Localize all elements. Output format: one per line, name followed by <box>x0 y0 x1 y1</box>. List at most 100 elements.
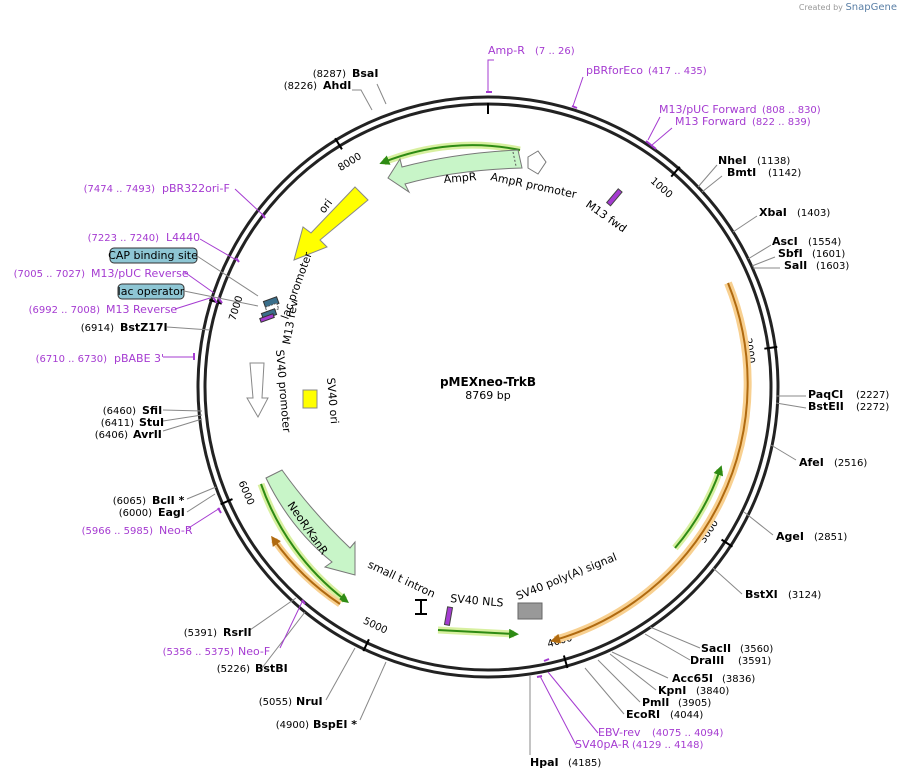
site-paqci[interactable]: PaqCI <box>808 388 843 401</box>
site-ecori[interactable]: EcoRI <box>626 708 660 721</box>
tick-label-5000: 5000 <box>361 616 389 637</box>
site-bstbi[interactable]: BstBI <box>255 662 288 675</box>
tick-mark-8000 <box>334 137 343 150</box>
primer-l4440[interactable]: L4440 <box>166 231 200 244</box>
primer-amp-r[interactable]: Amp-R <box>488 44 525 57</box>
site-nhei[interactable]: NheI <box>718 154 747 167</box>
tick-mark-4000 <box>562 655 569 669</box>
label-sv40-nls: SV40 NLS <box>450 592 504 610</box>
label-sv40-promoter: SV40 promoter <box>273 349 293 433</box>
primer-range-pbr322ori-f: (7474 .. 7493) <box>84 184 156 195</box>
site-agei[interactable]: AgeI <box>776 530 804 543</box>
cap-binding-site-box <box>109 247 198 264</box>
primer-neo-f[interactable]: Neo-F <box>238 645 270 658</box>
site-pos-stui: (6411) <box>101 418 134 429</box>
site-nrui[interactable]: NruI <box>296 695 323 708</box>
site-pmli[interactable]: PmlI <box>642 696 669 709</box>
site-bspei[interactable]: BspEI * <box>313 718 357 731</box>
site-acc65i[interactable]: Acc65I <box>672 672 713 685</box>
tick-mark-5000 <box>362 638 370 652</box>
primer-m13-forward[interactable]: M13 Forward <box>675 115 746 128</box>
site-kpni[interactable]: KpnI <box>658 684 686 697</box>
site-pos-hpai: (4185) <box>568 758 601 769</box>
primer-pbabe3[interactable]: pBABE 3' <box>114 352 164 365</box>
site-bsteii[interactable]: BstEII <box>808 400 844 413</box>
primer-m13-puc-reverse[interactable]: M13/pUC Reverse <box>91 267 189 280</box>
site-bmti[interactable]: BmtI <box>727 166 756 179</box>
tick-label-7000: 7000 <box>227 295 245 323</box>
label-sv40-polya: SV40 poly(A) signal <box>514 550 618 602</box>
site-pos-sbfi: (1601) <box>812 249 845 260</box>
site-pos-sacii: (3560) <box>740 644 773 655</box>
sv40-ori-box <box>302 389 318 409</box>
site-ahdi[interactable]: AhdI <box>323 79 351 92</box>
site-bstxi[interactable]: BstXI <box>745 588 778 601</box>
site-bcli[interactable]: BclI * <box>152 494 185 507</box>
sv40-nls-box <box>443 606 454 626</box>
orf-trkb <box>550 282 749 644</box>
site-eagi[interactable]: EagI <box>158 506 185 519</box>
primer-range-neo-r: (5966 .. 5985) <box>82 526 154 537</box>
site-rsrii[interactable]: RsrII <box>223 626 252 639</box>
site-hpai[interactable]: HpaI <box>530 756 559 769</box>
cap-binding-site-label: CAP binding site <box>108 249 198 262</box>
site-sbfi[interactable]: SbfI <box>778 247 803 260</box>
primer-range-m13-puc-forward: (808 .. 830) <box>762 105 821 116</box>
m13-fwd-box <box>605 188 623 207</box>
sv40-promoter-arrow <box>246 362 269 419</box>
site-pos-bsteii: (2272) <box>856 402 889 413</box>
site-pos-asci: (1554) <box>808 237 841 248</box>
site-pos-pmli: (3905) <box>678 698 711 709</box>
primer-range-ebv-rev: (4075 .. 4094) <box>652 728 724 739</box>
tick-mark-2000 <box>764 345 778 350</box>
site-pos-bsai: (8287) <box>313 69 346 80</box>
ampr-feature-arrow <box>387 149 523 194</box>
site-pos-xbai: (1403) <box>797 208 830 219</box>
map-length: 8769 bp <box>465 389 510 402</box>
primer-ebv-rev[interactable]: EBV-rev <box>598 726 641 739</box>
primer-m13-puc-forward[interactable]: M13/pUC Forward <box>659 103 757 116</box>
primer-m13-reverse[interactable]: M13 Reverse <box>106 303 177 316</box>
primer-pbr322ori-f[interactable]: pBR322ori-F <box>162 182 230 195</box>
site-bsai[interactable]: BsaI <box>352 67 378 80</box>
small-t-intron-icon <box>415 599 427 615</box>
label-m13-fwd: M13 fwd <box>583 198 629 235</box>
primer-range-m13-puc-reverse: (7005 .. 7027) <box>14 269 86 280</box>
site-sfii[interactable]: SfiI <box>142 404 162 417</box>
site-pos-kpni: (3840) <box>696 686 729 697</box>
primer-pbrforeco[interactable]: pBRforEco <box>586 64 643 77</box>
label-small-t-intron: small t intron <box>366 558 438 601</box>
primer-marks <box>193 91 657 678</box>
primer-sv40pa-r[interactable]: SV40pA-R <box>575 738 630 751</box>
site-pos-agei: (2851) <box>814 532 847 543</box>
primer-range-amp-r: (7 .. 26) <box>535 46 575 57</box>
site-xbai[interactable]: XbaI <box>759 206 787 219</box>
sites-group: (8287) BsaI (8226) AhdI NheI (1138) BmtI… <box>81 67 890 769</box>
site-asci[interactable]: AscI <box>772 235 798 248</box>
orf-glow-trkb <box>553 281 752 644</box>
site-pos-nrui: (5055) <box>259 697 292 708</box>
site-pos-paqci: (2227) <box>856 390 889 401</box>
site-afei[interactable]: AfeI <box>799 456 824 469</box>
site-leaders <box>162 83 807 755</box>
site-pos-bstz17i: (6914) <box>81 323 114 334</box>
lac-promoter-icon <box>259 296 280 323</box>
site-bstz17i[interactable]: BstZ17I <box>120 321 168 334</box>
site-stui[interactable]: StuI <box>139 416 164 429</box>
ampr-promoter-arrow <box>527 150 547 175</box>
primer-neo-r[interactable]: Neo-R <box>159 524 193 537</box>
site-draiii[interactable]: DraIII <box>690 654 724 667</box>
site-sacii[interactable]: SacII <box>701 642 731 655</box>
primer-range-m13-reverse: (6992 .. 7008) <box>29 305 101 316</box>
site-pos-sfii: (6460) <box>103 406 136 417</box>
site-pos-avrii: (6406) <box>95 430 128 441</box>
site-avrii[interactable]: AvrII <box>133 428 162 441</box>
orf-neo-rev <box>271 535 341 605</box>
lac-op-leader <box>183 290 259 307</box>
site-pos-bstxi: (3124) <box>788 590 821 601</box>
primer-range-pbabe3: (6710 .. 6730) <box>36 354 108 365</box>
site-pos-rsrii: (5391) <box>184 628 217 639</box>
tick-mark-3000 <box>721 538 733 548</box>
site-sali[interactable]: SalI <box>784 259 807 272</box>
